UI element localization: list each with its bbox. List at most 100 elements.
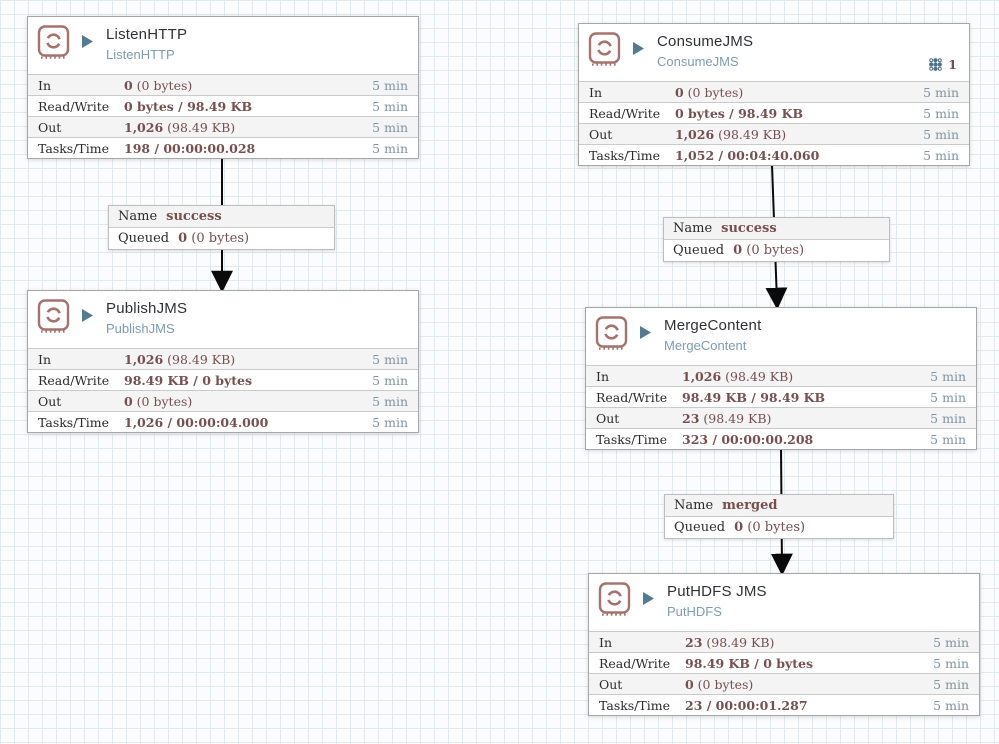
stat-value: 98.49 KB / 0 bytes	[124, 373, 372, 388]
processor-type: ListenHTTP	[106, 47, 175, 62]
stat-window: 5 min	[930, 410, 966, 426]
stat-row-tasks: Tasks/Time 23 / 00:00:01.287 5 min	[589, 694, 979, 715]
queued-count: 0	[178, 231, 188, 246]
processor-header: PublishJMS PublishJMS	[28, 291, 418, 348]
stat-row-tasks: Tasks/Time 1,026 / 00:00:04.000 5 min	[28, 411, 418, 432]
connection-label-success-1[interactable]: Name success Queued 0 (0 bytes)	[108, 205, 335, 250]
processor-stats: In 23 (98.49 KB) 5 min Read/Write 98.49 …	[589, 631, 979, 715]
connection-name-row: Name merged	[665, 495, 893, 517]
stat-value-bold: 23 / 00:00:01.287	[685, 697, 808, 713]
connection-name-row: Name success	[664, 218, 889, 240]
connection-label-success-2[interactable]: Name success Queued 0 (0 bytes)	[663, 217, 890, 262]
stat-value-rest: (98.49 KB)	[699, 410, 772, 426]
connection-queued-row: Queued 0 (0 bytes)	[109, 228, 334, 249]
processor-icon	[35, 297, 73, 335]
stat-label: Out	[38, 119, 62, 135]
stat-label: Read/Write	[599, 655, 671, 671]
stat-row-readwrite: Read/Write 98.49 KB / 0 bytes 5 min	[28, 369, 418, 390]
stat-row-tasks: Tasks/Time 1,052 / 00:04:40.060 5 min	[579, 144, 969, 165]
stat-value: 1,052 / 00:04:40.060	[675, 148, 923, 163]
stat-label: In	[38, 77, 51, 93]
stat-value-rest: (98.49 KB)	[163, 119, 236, 135]
stat-label: Out	[589, 126, 613, 142]
stat-label: Read/Write	[589, 105, 661, 121]
stat-label: Out	[596, 410, 620, 426]
queued-size: (0 bytes)	[743, 520, 806, 535]
processor-name: PutHDFS JMS	[667, 583, 767, 600]
processor-stats: In 1,026 (98.49 KB) 5 min Read/Write 98.…	[586, 365, 976, 449]
stat-window: 5 min	[372, 98, 408, 114]
stat-row-in: In 0 (0 bytes) 5 min	[579, 81, 969, 102]
stat-window: 5 min	[923, 126, 959, 142]
connection-name-key: Name	[674, 498, 714, 513]
stat-window: 5 min	[372, 393, 408, 409]
processor-name: MergeContent	[664, 317, 762, 334]
stat-value-bold: 323 / 00:00:00.208	[682, 431, 814, 447]
stat-value: 98.49 KB / 0 bytes	[685, 656, 933, 671]
stat-value-bold: 98.49 KB / 0 bytes	[124, 372, 253, 388]
processor-stats: In 1,026 (98.49 KB) 5 min Read/Write 98.…	[28, 348, 418, 432]
queued-count: 0	[733, 243, 743, 258]
stat-value: 1,026 (98.49 KB)	[124, 120, 372, 135]
stat-value-bold: 1,026	[682, 368, 722, 384]
stat-value: 0 (0 bytes)	[675, 85, 923, 100]
stat-label: Out	[599, 676, 623, 692]
stat-value-bold: 0	[675, 84, 684, 100]
processor-consumejms[interactable]: ConsumeJMS ConsumeJMS 1 In	[578, 23, 970, 166]
connection-name-value: success	[166, 209, 222, 224]
stat-value-rest: (98.49 KB)	[714, 126, 787, 142]
processor-type: ConsumeJMS	[657, 54, 739, 69]
connection-label-merged[interactable]: Name merged Queued 0 (0 bytes)	[664, 494, 894, 539]
connection-name-row: Name success	[109, 206, 334, 228]
stat-window: 5 min	[372, 351, 408, 367]
connection-name-value: success	[721, 221, 777, 236]
active-threads-indicator: 1	[929, 57, 957, 72]
stat-window: 5 min	[372, 414, 408, 430]
stat-row-in: In 1,026 (98.49 KB) 5 min	[28, 348, 418, 369]
stat-value-bold: 1,026	[675, 126, 715, 142]
stat-row-readwrite: Read/Write 0 bytes / 98.49 KB 5 min	[579, 102, 969, 123]
stat-row-readwrite: Read/Write 98.49 KB / 98.49 KB 5 min	[586, 386, 976, 407]
stat-value: 1,026 (98.49 KB)	[675, 127, 923, 142]
stat-value: 198 / 00:00:00.028	[124, 141, 372, 156]
stat-row-in: In 0 (0 bytes) 5 min	[28, 74, 418, 95]
connection-queued-key: Queued	[118, 231, 170, 246]
stat-window: 5 min	[372, 77, 408, 93]
stat-row-tasks: Tasks/Time 198 / 00:00:00.028 5 min	[28, 137, 418, 158]
processor-puthdfs[interactable]: PutHDFS JMS PutHDFS In 23 (98.49 KB) 5 m…	[588, 573, 980, 716]
threads-grid-icon	[929, 58, 943, 71]
stat-value-rest: (98.49 KB)	[163, 351, 236, 367]
active-threads-count: 1	[948, 57, 957, 72]
stat-row-out: Out 1,026 (98.49 KB) 5 min	[579, 123, 969, 144]
stat-row-readwrite: Read/Write 98.49 KB / 0 bytes 5 min	[589, 652, 979, 673]
processor-type: MergeContent	[664, 338, 747, 353]
connection-queued-row: Queued 0 (0 bytes)	[664, 240, 889, 261]
stat-value-rest: (98.49 KB)	[721, 368, 794, 384]
stat-label: Tasks/Time	[589, 147, 661, 163]
stat-window: 5 min	[933, 697, 969, 713]
stat-window: 5 min	[923, 147, 959, 163]
stat-label: Tasks/Time	[38, 414, 110, 430]
processor-icon	[35, 23, 73, 61]
processor-listenhttp[interactable]: ListenHTTP ListenHTTP In 0 (0 bytes) 5 m…	[27, 16, 419, 159]
stat-row-in: In 1,026 (98.49 KB) 5 min	[586, 365, 976, 386]
stat-window: 5 min	[933, 676, 969, 692]
stat-window: 5 min	[930, 368, 966, 384]
stat-label: Tasks/Time	[596, 431, 668, 447]
processor-name: ConsumeJMS	[657, 33, 754, 50]
connection-name-key: Name	[118, 209, 158, 224]
processor-name: PublishJMS	[106, 300, 188, 317]
processor-publishjms[interactable]: PublishJMS PublishJMS In 1,026 (98.49 KB…	[27, 290, 419, 433]
stat-label: Tasks/Time	[38, 140, 110, 156]
processor-name: ListenHTTP	[106, 26, 188, 43]
stat-value-bold: 98.49 KB / 0 bytes	[685, 655, 814, 671]
stat-window: 5 min	[933, 655, 969, 671]
stat-window: 5 min	[933, 634, 969, 650]
stat-row-readwrite: Read/Write 0 bytes / 98.49 KB 5 min	[28, 95, 418, 116]
stat-window: 5 min	[930, 389, 966, 405]
processor-icon	[586, 30, 624, 68]
stat-value-bold: 0	[124, 393, 133, 409]
processor-mergecontent[interactable]: MergeContent MergeContent In 1,026 (98.4…	[585, 307, 977, 450]
stat-row-in: In 23 (98.49 KB) 5 min	[589, 631, 979, 652]
